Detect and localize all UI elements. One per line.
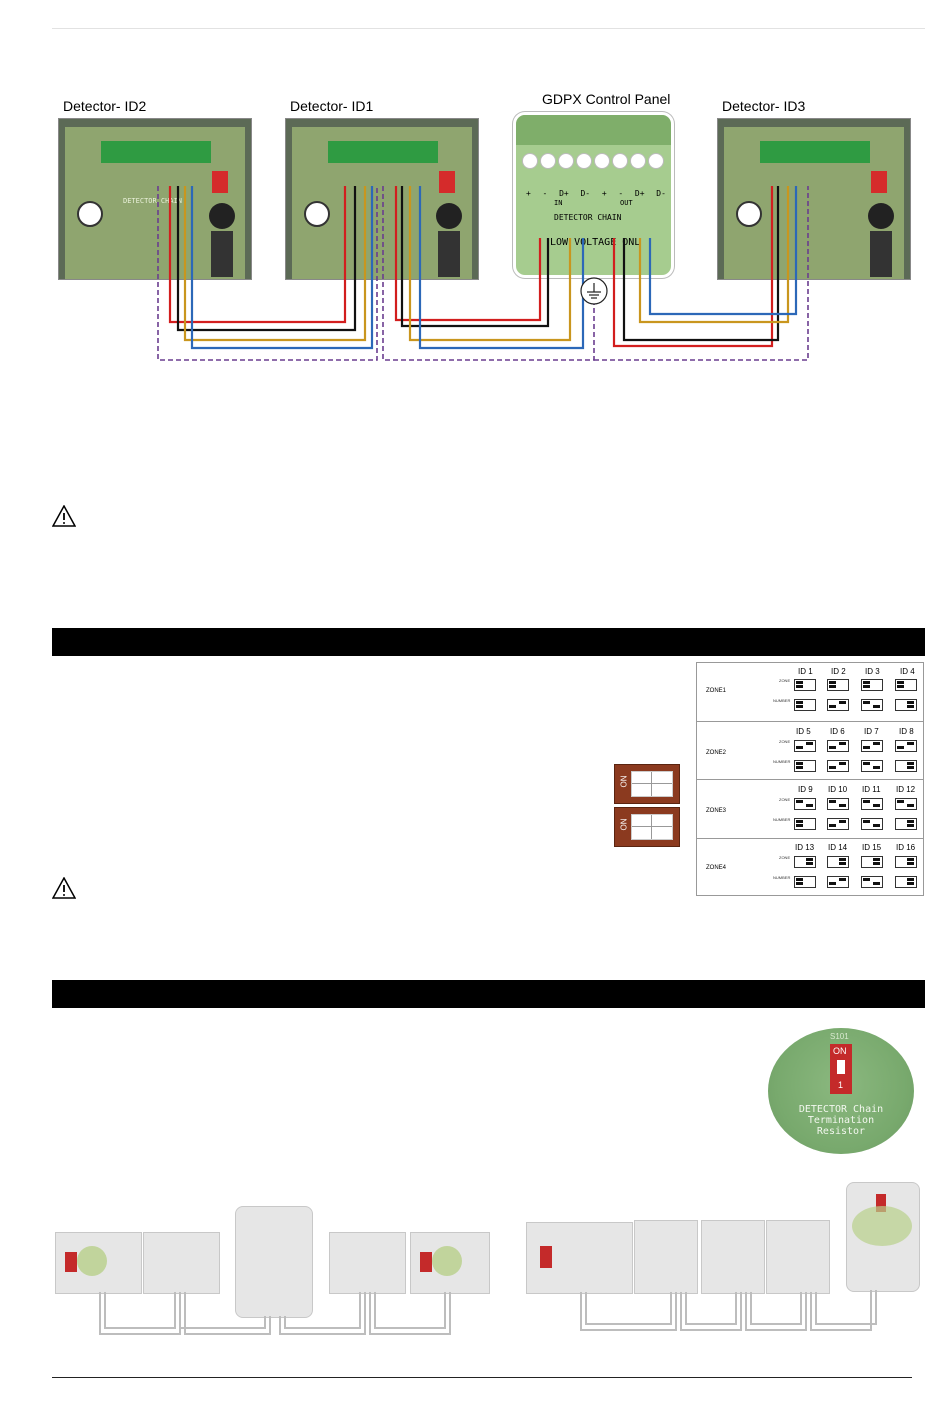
- terminal-screw: [540, 153, 556, 169]
- section-header-bar: [52, 980, 925, 1008]
- panel-footer-label: LOW VOLTAGE ONL: [550, 237, 641, 248]
- terminal-screw: [558, 153, 574, 169]
- terminal-block: [101, 141, 211, 163]
- buzzer: [868, 203, 894, 229]
- terminal-block: [328, 141, 438, 163]
- buzzer: [436, 203, 462, 229]
- wire-red: [394, 186, 542, 322]
- panel-out-label: OUT: [620, 199, 633, 207]
- top-rule: [52, 28, 925, 29]
- bottom-rule: [52, 1377, 912, 1378]
- control-panel-label: GDPX Control Panel: [542, 91, 671, 107]
- panel-chain-label: DETECTOR CHAIN: [554, 213, 622, 222]
- terminal-screw: [630, 153, 646, 169]
- wiring-svg: [157, 186, 809, 361]
- capacitor: [304, 201, 330, 227]
- wire-black: [400, 186, 550, 328]
- termination-switch-marker: [540, 1246, 552, 1268]
- warning-icon: [51, 504, 77, 527]
- wire-shield: [382, 186, 595, 361]
- detector-board-id2: DETECTOR CHAIN: [58, 118, 252, 280]
- zone-row: ZONE2 ZONE NUMBER ID 5 ID 6 ID 7 ID 8: [697, 722, 923, 780]
- capacitor: [77, 201, 103, 227]
- chip: [870, 231, 892, 277]
- terminal-screw: [594, 153, 610, 169]
- board-chain-label: DETECTOR CHAIN: [123, 197, 183, 205]
- buzzer: [209, 203, 235, 229]
- termination-caption: DETECTOR Chain Termination Resistor: [798, 1104, 884, 1137]
- dip-switch: [212, 171, 228, 193]
- zone-id-table: ZONE1 ZONE NUMBER ID 1 ID 2 ID 3 ID 4 ZO…: [696, 662, 924, 896]
- panel-terminal-row: [522, 149, 666, 185]
- termination-switch-marker: [420, 1252, 432, 1272]
- terminal-screw: [576, 153, 592, 169]
- capacitor: [736, 201, 762, 227]
- wire-blue: [418, 186, 585, 350]
- wire-black: [176, 186, 357, 332]
- wire-blue: [648, 186, 798, 316]
- wire-black: [622, 186, 780, 342]
- termination-switch-marker: [876, 1194, 886, 1212]
- terminal-screw: [522, 153, 538, 169]
- warning-icon: [51, 876, 77, 899]
- dip-switch: [871, 171, 887, 193]
- detector-board-id3: [717, 118, 911, 280]
- chip: [438, 231, 460, 277]
- switch-ref: S101: [830, 1032, 849, 1041]
- panel-in-label: IN: [554, 199, 563, 207]
- zone-row: ZONE1 ZONE NUMBER ID 1 ID 2 ID 3 ID 4: [697, 663, 923, 722]
- detector-id3-label: Detector- ID3: [722, 98, 806, 114]
- zone-row: ZONE3 ZONE NUMBER ID 9 ID 10 ID 11 ID 12: [697, 780, 923, 839]
- dip-switch-number: ON: [614, 807, 680, 847]
- ground-symbol: [580, 277, 608, 305]
- termination-switch-marker: [65, 1252, 77, 1272]
- dip-switch-zone: ON: [614, 764, 680, 804]
- wire-shield: [594, 186, 809, 361]
- terminal-block: [760, 141, 870, 163]
- panel-terminal-labels: + - D+ D- + - D+ D-: [526, 189, 666, 198]
- dip-switch: [439, 171, 455, 193]
- wire-blue: [190, 186, 374, 350]
- termination-switch: ON 1: [830, 1044, 852, 1094]
- wire-gold: [183, 186, 367, 342]
- section-header-bar: [52, 628, 925, 656]
- wire-gold: [638, 186, 790, 324]
- wire-red: [168, 186, 347, 324]
- terminal-screw: [612, 153, 628, 169]
- terminal-screw: [648, 153, 664, 169]
- detector-id2-label: Detector- ID2: [63, 98, 147, 114]
- chip: [211, 231, 233, 277]
- termination-example-left: [55, 1206, 490, 1340]
- wire-shield: [157, 186, 378, 361]
- termination-example-right: [526, 1180, 921, 1340]
- wire-red: [612, 186, 774, 348]
- detector-id1-label: Detector- ID1: [290, 98, 374, 114]
- zone-row: ZONE4 ZONE NUMBER ID 13 ID 14 ID 15 ID 1…: [697, 839, 923, 895]
- detector-board-id1: [285, 118, 479, 280]
- wire-gold: [408, 186, 572, 342]
- termination-resistor-zoom: S101 ON 1 DETECTOR Chain Termination Res…: [768, 1028, 914, 1154]
